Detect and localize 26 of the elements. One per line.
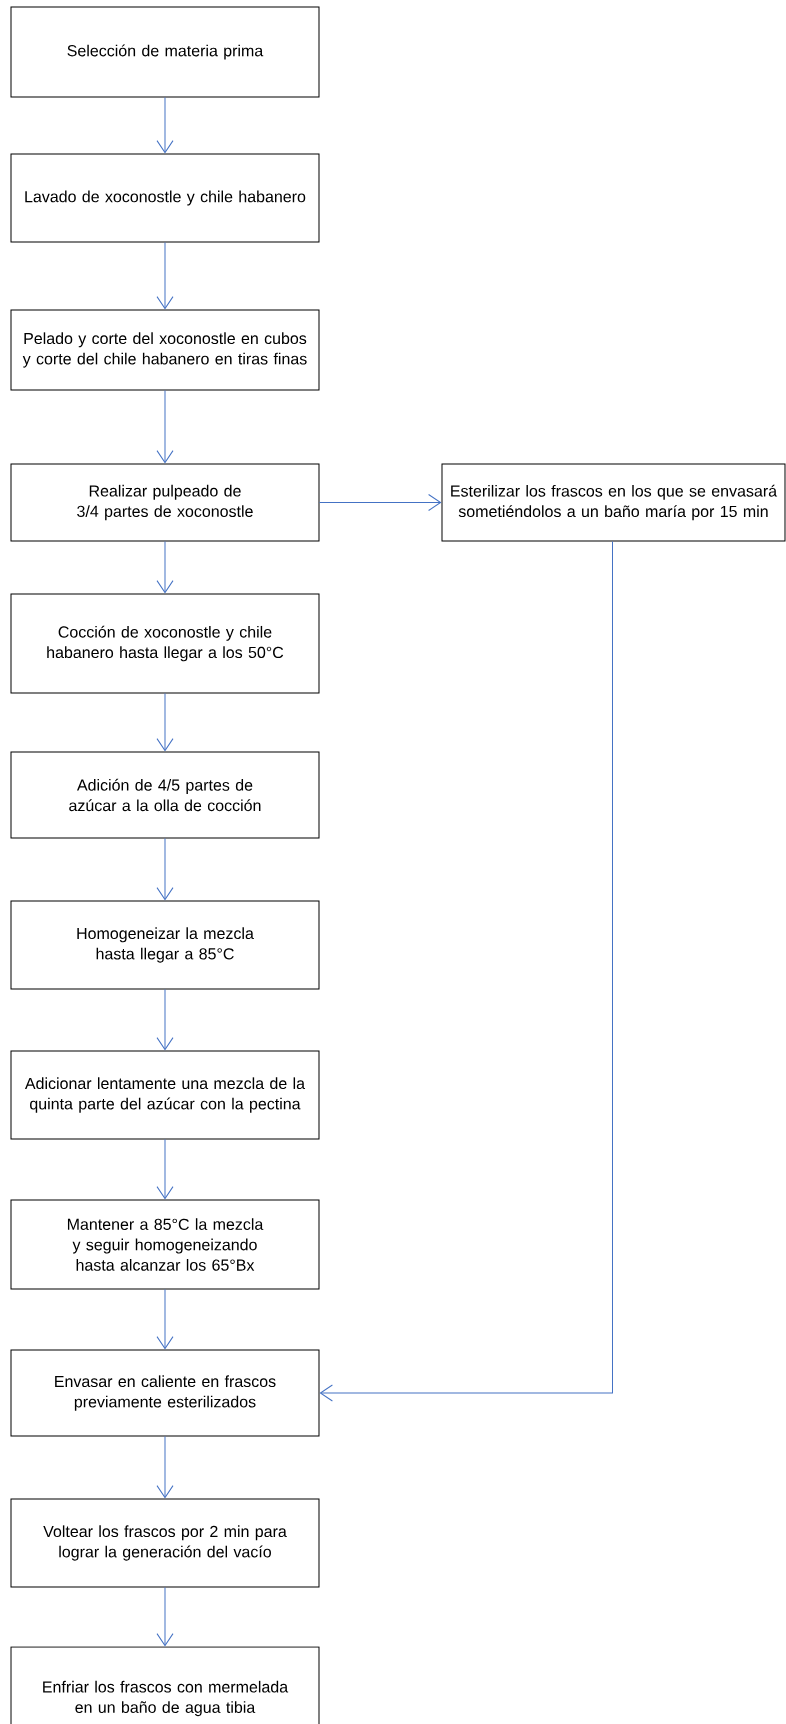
process-box: Realizar pulpeado de 3/4 partes de xoconostle <box>10 463 320 542</box>
arrow <box>319 541 613 1402</box>
arrow <box>156 1139 174 1200</box>
process-box: Cocción de xoconostle y chile habanero hasta llegar a los 50°C <box>10 593 320 694</box>
arrow <box>156 693 174 752</box>
process-box: Voltear los frascos por 2 min para lograr la generación del vacío <box>10 1498 320 1588</box>
process-box: Adicionar lentamente una mezcla de la quinta parte del azúcar con la pectina <box>10 1050 320 1140</box>
process-box: Adición de 4/5 partes de azúcar a la olla de cocción <box>10 751 320 839</box>
arrow <box>156 242 174 310</box>
arrow <box>156 390 174 464</box>
arrow <box>156 1587 174 1647</box>
arrow <box>156 1436 174 1499</box>
process-box: Homogeneizar la mezcla hasta llegar a 85°C <box>10 900 320 990</box>
process-box: Esterilizar los frascos en los que se envasará sometiéndolos a un baño maría por 15 min <box>441 463 786 542</box>
arrow <box>319 494 442 511</box>
arrow <box>156 989 174 1051</box>
process-box: Envasar en caliente en frascos previamente esterilizados <box>10 1349 320 1437</box>
arrow <box>156 838 174 901</box>
process-box: Enfriar los frascos con mermelada en un baño de agua tibia <box>10 1646 320 1724</box>
process-box: Lavado de xoconostle y chile habanero <box>10 153 320 243</box>
process-box: Mantener a 85°C la mezcla y seguir homogeneizando hasta alcanzar los 65°Bx <box>10 1199 320 1290</box>
arrow <box>156 541 174 594</box>
arrow <box>156 1289 174 1350</box>
arrow <box>156 97 174 154</box>
process-box: Pelado y corte del xoconostle en cubos y corte del chile habanero en tiras finas <box>10 309 320 391</box>
process-box: Selección de materia prima <box>10 6 320 98</box>
